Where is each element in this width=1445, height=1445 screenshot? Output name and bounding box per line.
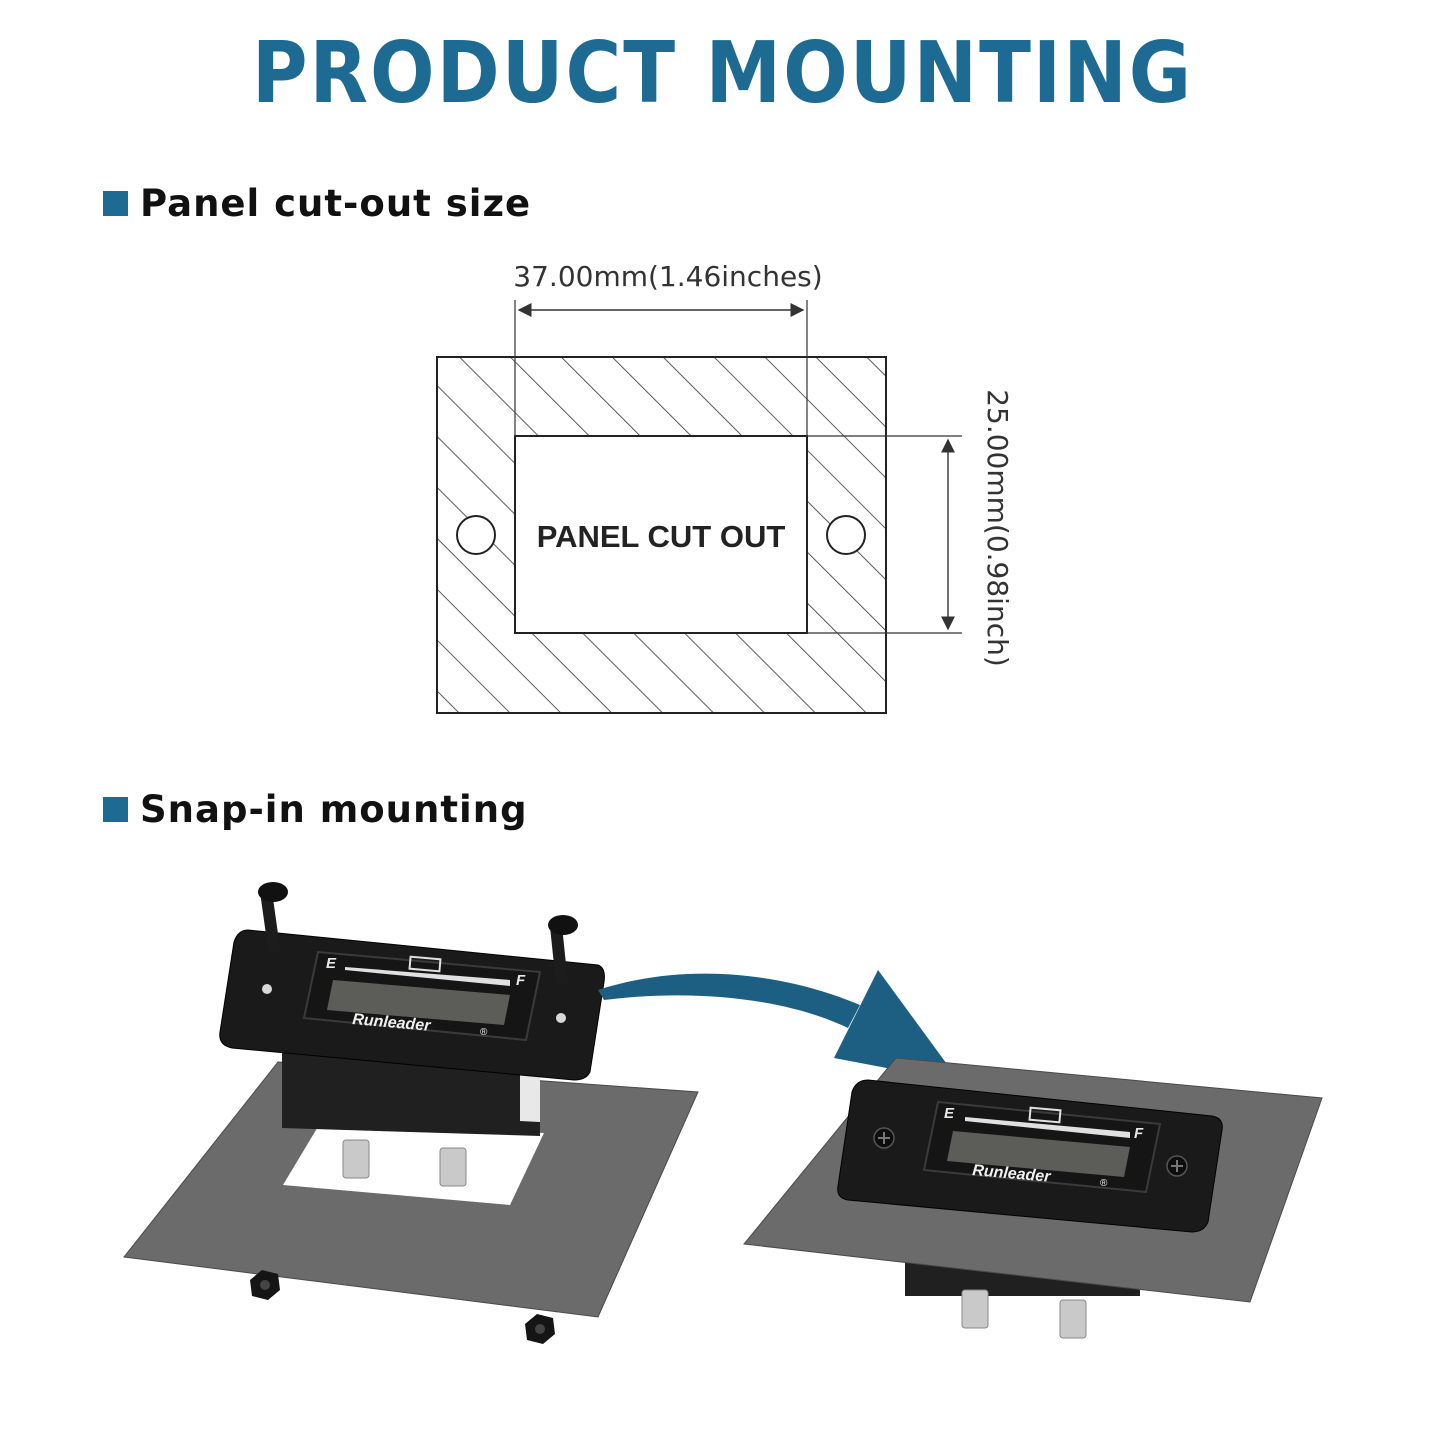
- lcd-display-mounted: [947, 1131, 1130, 1177]
- bezel-hole-right: [556, 1013, 566, 1023]
- gauge-empty-label-mounted: E: [944, 1105, 955, 1122]
- cutout-rectangle: [514, 435, 808, 634]
- before-mounting-illustration: E F Runleader ®: [123, 882, 699, 1344]
- mount-hole-left: [456, 515, 496, 555]
- height-dimension-label: 25.00mm(0.98inch): [981, 389, 1014, 667]
- section-bullet-square: [103, 797, 128, 822]
- screw-shaft-right: [549, 924, 569, 986]
- section-snap-in-heading: Snap-in mounting: [103, 788, 528, 831]
- terminal-right-mounted: [1059, 1299, 1087, 1339]
- battery-icon: [408, 955, 442, 973]
- after-mounting-illustration: E F Runleader ®: [743, 1057, 1323, 1339]
- fuel-gauge-bar-mounted: [965, 1117, 1130, 1138]
- brand-label: Runleader: [352, 1011, 432, 1035]
- brand-registered-mark-mounted: ®: [1100, 1178, 1108, 1189]
- nut-right-hole: [535, 1324, 545, 1334]
- width-dimension-label: 37.00mm(1.46inches): [513, 260, 822, 293]
- bezel-hole-left: [262, 984, 272, 994]
- brand-label-mounted: Runleader: [972, 1162, 1052, 1186]
- mount-hole-right: [826, 515, 866, 555]
- section-label: Snap-in mounting: [140, 788, 528, 831]
- mounting-direction-arrow: [598, 970, 960, 1082]
- section-panel-cutout-heading: Panel cut-out size: [103, 182, 531, 225]
- arrow-body: [598, 973, 860, 1028]
- screw-head-left: [258, 882, 288, 902]
- screw-head-right: [548, 915, 578, 935]
- page-title: PRODUCT MOUNTING: [251, 22, 1194, 123]
- cutout-center-label: PANEL CUT OUT: [537, 519, 786, 554]
- lcd-display: [327, 980, 510, 1025]
- terminal-left-mounted: [961, 1289, 989, 1329]
- gauge-empty-label: E: [326, 955, 337, 972]
- nut-left-hole: [260, 1280, 270, 1290]
- section-bullet-square: [103, 191, 128, 216]
- screw-shaft-left: [259, 889, 281, 953]
- terminal-left: [342, 1139, 370, 1179]
- arrow-head: [834, 970, 960, 1082]
- screw-cross-left: [878, 1132, 890, 1144]
- gauge-full-label: F: [516, 972, 526, 989]
- section-label: Panel cut-out size: [140, 182, 532, 225]
- terminal-right: [439, 1147, 467, 1187]
- fuel-gauge-bar: [345, 967, 510, 986]
- battery-icon-mounted: [1028, 1106, 1062, 1124]
- screw-cross-right: [1171, 1160, 1183, 1172]
- brand-registered-mark: ®: [480, 1027, 488, 1038]
- panel-cutout-drawing: PANEL CUT OUT 37.00mm(1.46inches) 25.00m…: [436, 260, 1014, 714]
- gauge-full-label-mounted: F: [1134, 1125, 1144, 1142]
